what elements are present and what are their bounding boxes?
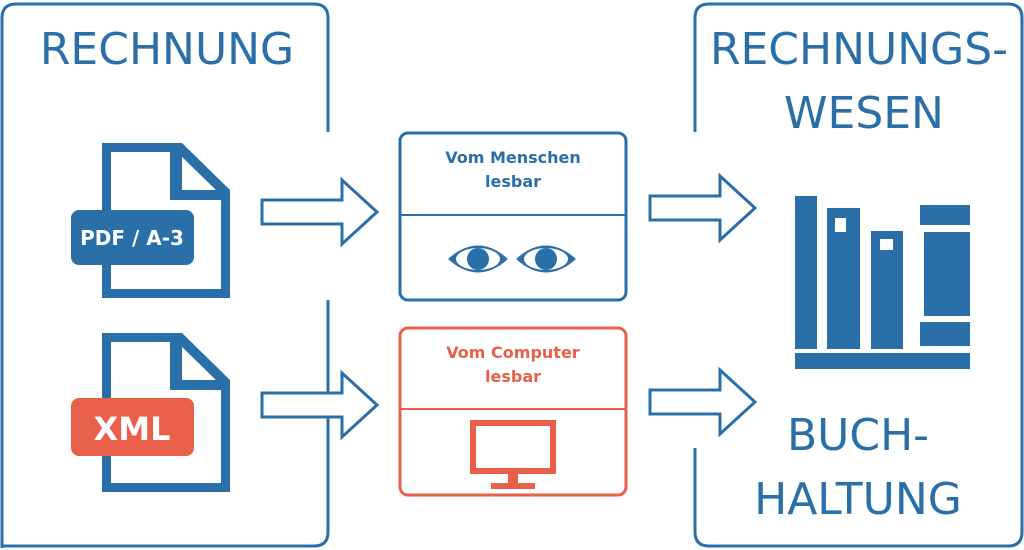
pdf-document-icon: PDF / A-3 [71, 143, 230, 298]
left-panel-title: RECHNUNG [40, 24, 294, 75]
right-panel-subtitle-line2: HALTUNG [754, 474, 962, 525]
computer-readable-box: Vom Computer lesbar [398, 326, 628, 497]
left-panel: RECHNUNG PDF / A-3 XML [0, 2, 330, 548]
arrow-xml-to-computer [260, 369, 380, 441]
pdf-badge [71, 210, 194, 265]
arrow-computer-to-accounting [648, 366, 758, 438]
xml-document-icon: XML [71, 333, 230, 492]
human-box-line2: lesbar [485, 172, 541, 191]
xml-badge [71, 398, 194, 456]
monitor-icon [470, 420, 556, 489]
human-readable-box: Vom Menschen lesbar [398, 131, 628, 302]
right-panel: RECHNUNGS- WESEN BUCH- HALTUNG [693, 2, 1024, 548]
left-panel-frame [0, 2, 330, 548]
computer-box-line2: lesbar [485, 367, 541, 386]
xml-badge-label: XML [94, 410, 171, 448]
arrow-human-to-accounting [648, 172, 758, 244]
arrow-pdf-to-human [260, 176, 380, 248]
human-box-line1: Vom Menschen [445, 148, 581, 167]
bookshelf-icon [795, 196, 970, 369]
eyes-icon [448, 245, 576, 273]
pdf-badge-label: PDF / A-3 [80, 226, 184, 250]
right-panel-frame [693, 2, 1024, 548]
computer-box-line1: Vom Computer [446, 343, 579, 362]
right-panel-title-line2: WESEN [784, 88, 944, 139]
right-panel-title-line1: RECHNUNGS- [710, 24, 1008, 75]
right-panel-subtitle-line1: BUCH- [787, 410, 929, 461]
